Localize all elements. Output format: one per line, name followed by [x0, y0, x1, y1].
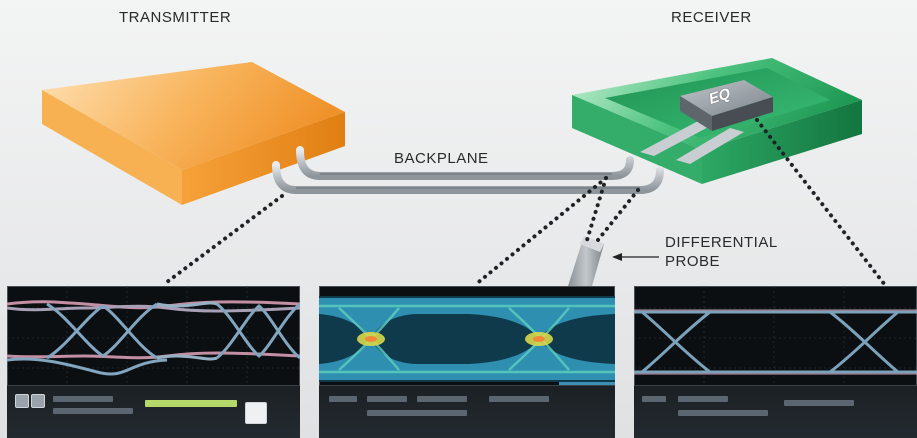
scope-readout — [329, 396, 357, 402]
scope-readout — [784, 400, 854, 406]
eye-diagram-probe-heatmap — [319, 296, 615, 388]
scope-readout — [367, 410, 467, 416]
scope-status-bar-transmitter — [7, 385, 300, 438]
eye-diagram-equalized — [634, 286, 917, 386]
scope-control-icon — [31, 394, 45, 408]
dotted-connectors — [161, 118, 887, 287]
receiver-label: RECEIVER — [671, 9, 752, 26]
transmitter-label: TRANSMITTER — [119, 9, 232, 26]
eq-chip — [680, 80, 773, 131]
scope-status-bar-probe — [319, 385, 615, 438]
scope-readout — [678, 410, 768, 416]
scope-readout — [367, 396, 407, 402]
eye-diagram-transmitter — [7, 286, 300, 386]
backplane-label: BACKPLANE — [394, 150, 489, 167]
probe-label-line2: PROBE — [665, 253, 721, 270]
scope-readout — [642, 396, 666, 402]
eq-traces — [640, 120, 744, 164]
backplane-cable — [272, 146, 664, 194]
probe-arrow — [612, 253, 659, 261]
differential-probe-label: DIFFERENTIAL PROBE — [665, 233, 778, 271]
transmitter-box — [42, 62, 345, 205]
scope-screen-transmitter — [7, 286, 300, 438]
scope-control-icon — [15, 394, 29, 408]
probe-label-line1: DIFFERENTIAL — [665, 234, 778, 251]
scope-status-bar-equalized — [634, 385, 917, 438]
differential-probe — [568, 236, 604, 286]
scope-level-bar — [145, 400, 237, 407]
scope-readout — [417, 396, 467, 402]
scope-screen-equalized — [634, 286, 917, 438]
scope-control-icon — [245, 402, 267, 424]
scope-screen-probe — [319, 286, 615, 438]
scope-readout — [53, 408, 133, 414]
scope-readout — [489, 396, 549, 402]
scope-readout — [53, 396, 113, 402]
scope-readout — [678, 396, 728, 402]
